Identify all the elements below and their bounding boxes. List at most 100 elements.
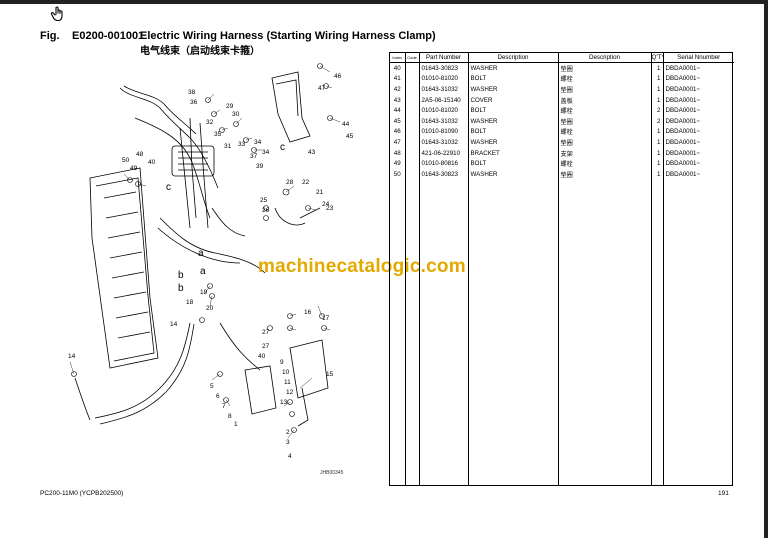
svg-text:27: 27 [262, 329, 270, 336]
part-number-cell: 01643-30823 [418, 168, 468, 180]
serial-number-cell: DBDA0001~ [662, 105, 734, 116]
part-number-cell: 01010-81090 [418, 126, 468, 138]
column-header: Description [467, 53, 558, 63]
svg-text:47: 47 [318, 85, 326, 92]
svg-text:14: 14 [170, 321, 178, 328]
svg-text:9: 9 [280, 359, 284, 366]
svg-text:c: c [280, 142, 285, 153]
svg-text:30: 30 [232, 111, 240, 118]
description-cn-cell: 支架 [557, 147, 651, 159]
description-cn-cell: 螺栓 [557, 158, 651, 169]
svg-text:2: 2 [286, 429, 290, 436]
svg-text:b: b [178, 283, 184, 294]
figure-subtitle-chinese: 电气线束（启动线束卡箍） [140, 46, 260, 57]
description-en-cell: WASHER [467, 62, 558, 74]
description-en-cell: BOLT [467, 158, 558, 169]
figure-label: Fig. [40, 30, 60, 42]
code-cell [404, 126, 419, 138]
code-cell [404, 158, 419, 169]
code-cell [404, 94, 419, 106]
part-number-cell: 01643-31032 [418, 137, 468, 148]
svg-text:49: 49 [130, 165, 138, 172]
hand-pointer-icon[interactable] [50, 6, 66, 22]
column-divider [468, 62, 469, 485]
serial-number-cell: DBDA0001~ [662, 147, 734, 159]
svg-text:16: 16 [304, 309, 312, 316]
svg-text:3: 3 [286, 439, 290, 446]
svg-text:34: 34 [254, 139, 262, 146]
serial-number-cell: DBDA0001~ [662, 158, 734, 169]
column-header: Serial Nnumber [662, 53, 734, 63]
code-cell [404, 115, 419, 127]
part-number-cell: 01010-81020 [418, 105, 468, 116]
svg-text:19: 19 [200, 289, 208, 296]
svg-text:8: 8 [228, 413, 232, 420]
svg-text:32: 32 [206, 119, 214, 126]
svg-text:b: b [178, 270, 184, 281]
figure-number: E0200-001001 [72, 30, 145, 42]
part-number-cell: 2A5-06-15140 [418, 94, 468, 106]
column-divider [405, 62, 406, 485]
column-divider [663, 62, 664, 485]
column-divider [651, 62, 652, 485]
index-cell: 45 [393, 117, 401, 125]
svg-text:33: 33 [238, 141, 246, 148]
figure-title: Electric Wiring Harness (Starting Wiring… [140, 30, 436, 42]
part-number-cell: 421-06-22910 [418, 147, 468, 159]
description-en-cell: BOLT [467, 126, 558, 138]
description-cn-cell: 螺栓 [557, 126, 651, 138]
description-en-cell: WASHER [467, 137, 558, 148]
serial-number-cell: DBDA0001~ [662, 84, 734, 95]
svg-text:31: 31 [224, 143, 232, 150]
index-cell: 49 [393, 160, 401, 168]
index-cell: 42 [393, 85, 401, 93]
svg-text:29: 29 [226, 103, 234, 110]
part-number-cell: 01643-30823 [418, 62, 468, 74]
svg-text:24: 24 [322, 201, 330, 208]
qty-cell: 2 [650, 115, 663, 127]
svg-text:11: 11 [284, 379, 291, 386]
svg-text:25: 25 [260, 197, 268, 204]
qty-cell: 1 [650, 126, 663, 138]
code-cell [404, 62, 419, 74]
svg-text:a: a [200, 266, 206, 277]
description-en-cell: WASHER [467, 115, 558, 127]
svg-text:28: 28 [286, 179, 294, 186]
description-en-cell: WASHER [467, 168, 558, 180]
index-cell: 47 [393, 138, 401, 146]
part-number-cell: 01643-31032 [418, 84, 468, 95]
index-cell: 41 [393, 75, 401, 83]
description-en-cell: WASHER [467, 84, 558, 95]
column-divider [558, 62, 559, 485]
column-divider [419, 62, 420, 485]
svg-text:40: 40 [258, 353, 266, 360]
serial-number-cell: DBDA0001~ [662, 73, 734, 85]
svg-text:26: 26 [262, 207, 270, 214]
svg-text:12: 12 [286, 389, 294, 396]
qty-cell: 1 [650, 137, 663, 148]
svg-text:27: 27 [262, 343, 270, 350]
svg-text:17: 17 [322, 315, 330, 322]
qty-cell: 1 [650, 94, 663, 106]
description-en-cell: BOLT [467, 73, 558, 85]
code-cell [404, 137, 419, 148]
svg-text:6: 6 [216, 393, 220, 400]
qty-cell: 2 [650, 105, 663, 116]
svg-text:a: a [198, 248, 204, 259]
serial-number-cell: DBDA0001~ [662, 137, 734, 148]
svg-text:45: 45 [346, 133, 354, 140]
svg-text:48: 48 [136, 151, 144, 158]
description-cn-cell: 螺栓 [557, 73, 651, 85]
svg-text:50: 50 [122, 157, 130, 164]
page-number: 191 [718, 490, 729, 497]
svg-text:37: 37 [250, 153, 258, 160]
column-header: Code [404, 53, 419, 63]
